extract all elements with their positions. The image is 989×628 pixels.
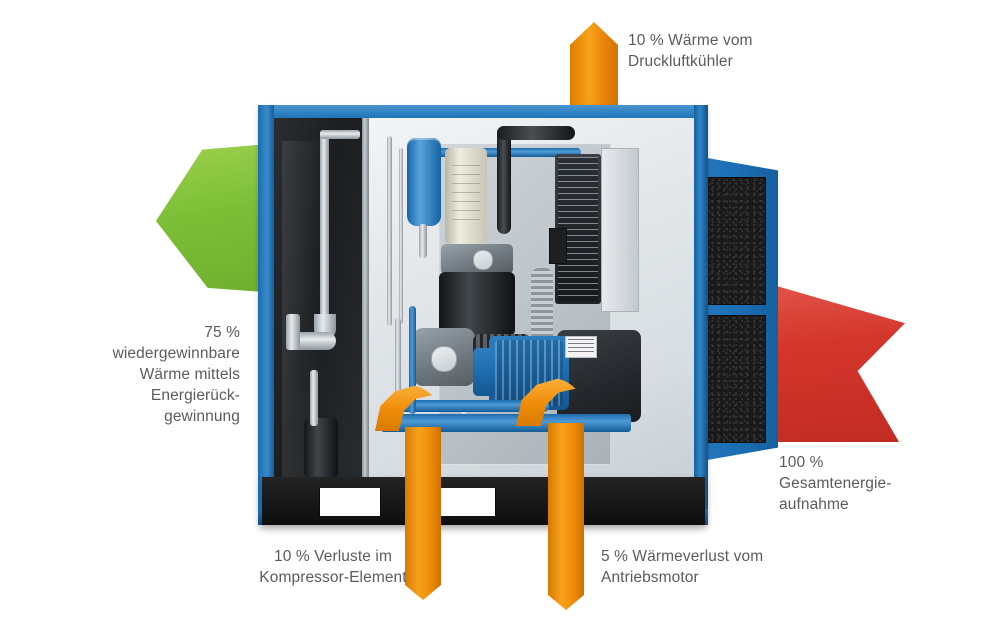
red-arrow-right-total-energy (757, 280, 905, 442)
front-pipe-a (395, 318, 401, 414)
forklift-slot-left (319, 488, 381, 516)
callout-label-element-loss: 10 % Verluste im Kompressor-Element (259, 548, 407, 586)
filter-mat-upper (703, 177, 766, 305)
separator-outlet-pipe (419, 224, 427, 258)
drain-pipe (310, 370, 318, 426)
intake-filter-door (690, 155, 778, 463)
orange-arrow-down-element (375, 385, 441, 600)
left-dark-cabinet (274, 118, 362, 509)
cooler-fan-motor (549, 228, 567, 264)
support-rod-left2 (399, 148, 403, 324)
pipe-riser (286, 314, 300, 350)
frame-left-post (258, 105, 274, 525)
support-rod-left (387, 136, 392, 326)
dark-hose-right (497, 126, 511, 234)
pipe-u-bend (288, 332, 336, 350)
dark-hose-top (497, 126, 575, 140)
lower-black-tank (304, 418, 338, 478)
callout-label-total-energy: 100 % Gesamtenergie- aufnahme (779, 454, 892, 513)
oil-separator-vessel (407, 138, 441, 226)
motor-rating-plate (565, 336, 597, 358)
element-shaft-cap (431, 346, 457, 372)
motor-end-bell (473, 348, 495, 396)
callout-label-cooler-heat: 10 % Wärme vom Druckluftkühler (628, 32, 753, 70)
frame-top-rail (258, 105, 708, 118)
frame-right-post (694, 105, 708, 525)
callout-label-recoverable-heat: 75 % wiedergewinnbare Wärme mittels Ener… (112, 324, 240, 425)
frame-strut (362, 118, 369, 509)
orange-arrow-down-motor (516, 378, 585, 610)
silver-pipe-vertical (320, 130, 329, 320)
pallet-base (262, 477, 705, 525)
filter-mat-lower (703, 315, 766, 443)
callout-label-motor-loss: 5 % Wärmeverlust vom Antriebsmotor (601, 548, 764, 586)
forklift-slot-right (434, 488, 496, 516)
cooler-shroud (601, 148, 639, 312)
oil-filter-cartridge (445, 148, 487, 244)
silver-pipe-top-bend (320, 130, 360, 139)
blue-base-pipe (399, 400, 549, 412)
screw-compressor-body (258, 105, 708, 525)
separator-tank (439, 272, 515, 336)
front-pipe-blue (409, 306, 416, 414)
machine-interior (274, 118, 694, 509)
manifold-knob (473, 250, 493, 270)
orange-arrow-up-cooler (570, 22, 618, 110)
